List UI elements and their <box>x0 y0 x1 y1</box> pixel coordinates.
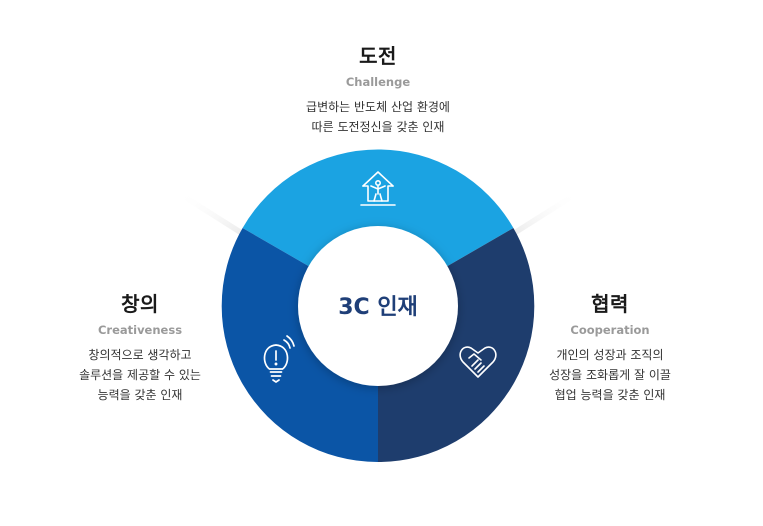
creativeness-block: 창의 Creativeness 창의적으로 생각하고 솔루션을 제공할 수 있는… <box>60 288 220 405</box>
creativeness-description: 창의적으로 생각하고 솔루션을 제공할 수 있는 능력을 갖춘 인재 <box>60 345 220 405</box>
creativeness-title: 창의 <box>121 292 159 316</box>
challenge-block: 도전 Challenge 급변하는 반도체 산업 환경에 따른 도전정신을 갖춘… <box>270 40 486 137</box>
challenge-title: 도전 <box>359 44 397 68</box>
lightbulb-icon <box>263 335 295 383</box>
cooperation-desc-line: 협업 능력을 갖춘 인재 <box>554 388 666 402</box>
creativeness-subtitle: Creativeness <box>97 323 183 337</box>
cooperation-desc-line: 성장을 조화롭게 잘 이끌 <box>549 368 671 382</box>
cooperation-title: 협력 <box>591 292 629 316</box>
cooperation-block: 협력 Cooperation 개인의 성장과 조직의 성장을 조화롭게 잘 이끌… <box>527 288 693 405</box>
creativeness-desc-line: 솔루션을 제공할 수 있는 <box>79 368 201 382</box>
challenge-desc-line: 급변하는 반도체 산업 환경에 <box>306 100 450 114</box>
segment-creativeness <box>221 228 378 463</box>
challenge-subtitle: Challenge <box>345 75 411 89</box>
challenge-description: 급변하는 반도체 산업 환경에 따른 도전정신을 갖춘 인재 <box>270 97 486 137</box>
center-circle <box>298 226 458 386</box>
cooperation-subtitle: Cooperation <box>570 323 650 337</box>
cooperation-desc-line: 개인의 성장과 조직의 <box>556 348 664 362</box>
handshake-heart-icon <box>459 346 497 378</box>
center-label: 3C 인재 <box>338 295 418 320</box>
segment-cooperation <box>378 228 535 463</box>
cooperation-description: 개인의 성장과 조직의 성장을 조화롭게 잘 이끌 협업 능력을 갖춘 인재 <box>527 345 693 405</box>
challenge-desc-line: 따른 도전정신을 갖춘 인재 <box>311 120 445 134</box>
segment-challenge <box>242 149 514 269</box>
creativeness-desc-line: 창의적으로 생각하고 <box>88 348 192 362</box>
person-arrow-up-icon <box>360 171 396 206</box>
creativeness-desc-line: 능력을 갖춘 인재 <box>97 388 183 402</box>
